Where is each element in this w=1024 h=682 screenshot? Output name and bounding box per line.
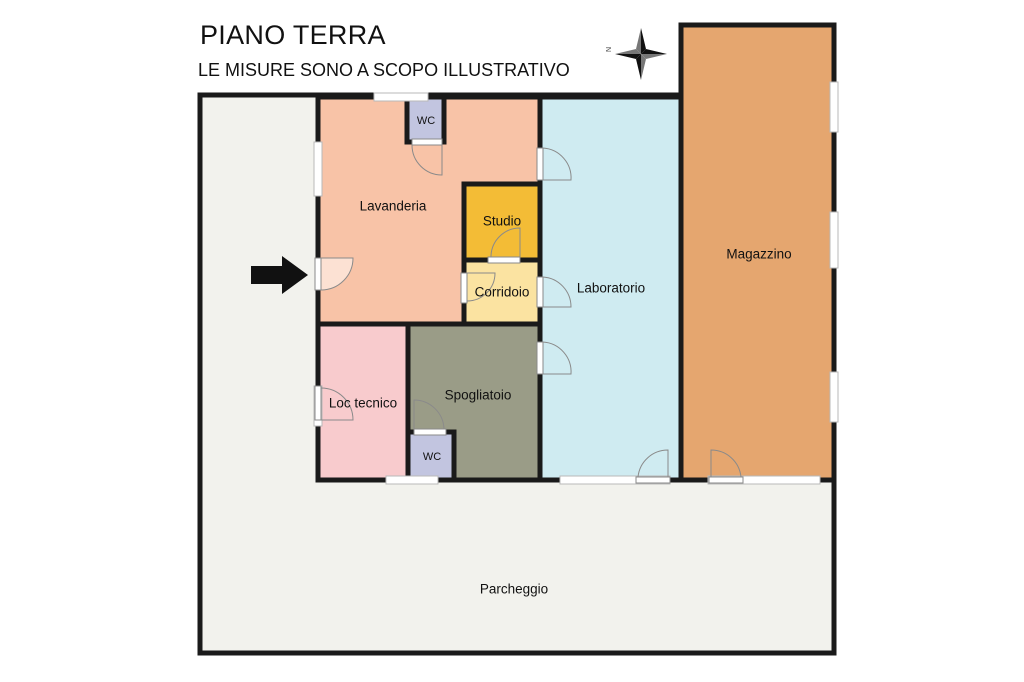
label-lavanderia: Lavanderia bbox=[359, 198, 427, 214]
label-magazzino: Magazzino bbox=[726, 246, 792, 262]
room-laboratorio bbox=[540, 97, 681, 480]
room-wc-top bbox=[407, 97, 444, 142]
label-laboratorio: Laboratorio bbox=[576, 280, 646, 296]
windows bbox=[313, 81, 839, 485]
room-wc-bottom bbox=[410, 432, 454, 480]
plan-title: PIANO TERRA bbox=[200, 20, 386, 50]
room-loc-tecnico bbox=[318, 324, 408, 480]
doors bbox=[314, 138, 744, 484]
label-parcheggio: Parcheggio bbox=[479, 581, 549, 597]
room-studio bbox=[464, 184, 540, 260]
compass-north-label: N bbox=[606, 47, 613, 52]
label-wc-top: WC bbox=[416, 115, 436, 127]
room-magazzino bbox=[681, 25, 834, 480]
label-loc-tecnico: Loc tecnico bbox=[328, 395, 398, 411]
entrance-arrow-icon bbox=[251, 256, 308, 294]
label-corridoio: Corridoio bbox=[474, 284, 530, 300]
compass-icon: N bbox=[606, 28, 667, 80]
label-wc-bottom: WC bbox=[422, 451, 442, 463]
label-studio: Studio bbox=[482, 213, 522, 229]
room-corridoio bbox=[464, 260, 540, 324]
plan-subtitle: LE MISURE SONO A SCOPO ILLUSTRATIVO bbox=[198, 60, 570, 80]
label-spogliatoio: Spogliatoio bbox=[444, 387, 512, 403]
